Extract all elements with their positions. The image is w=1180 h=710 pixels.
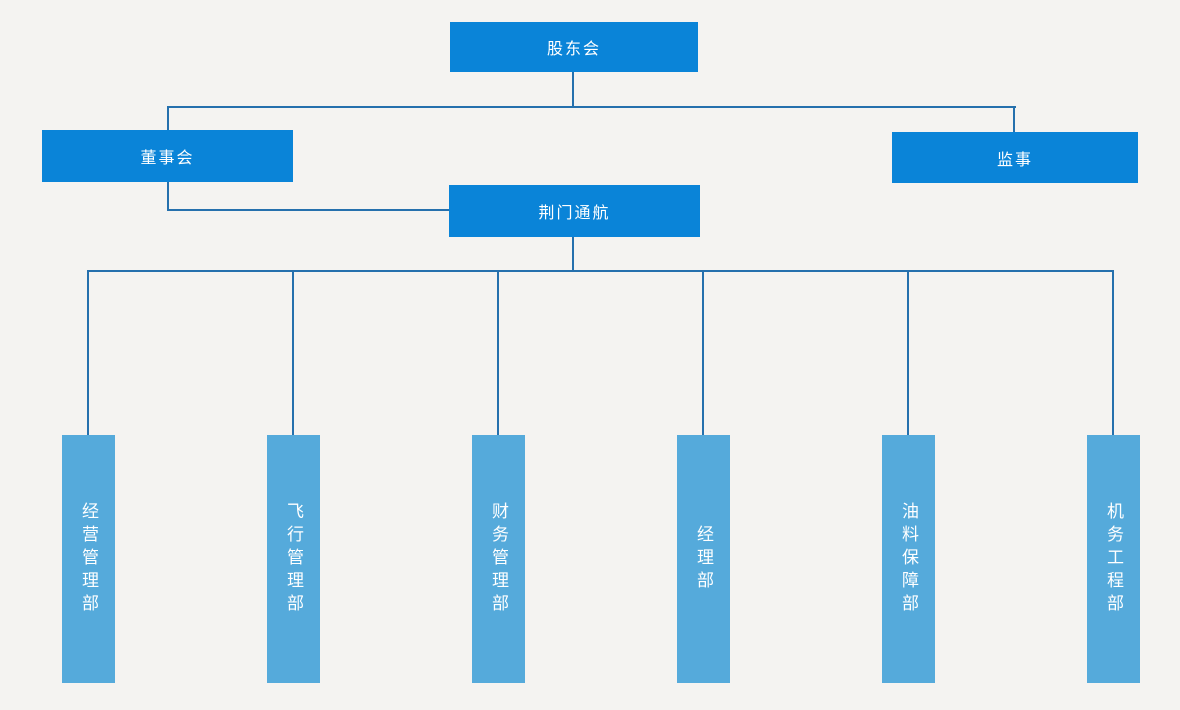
connector-dept-drop-4 xyxy=(702,271,704,435)
connector-dept-drop-6 xyxy=(1112,271,1114,435)
connector-company-down xyxy=(572,237,574,271)
node-shareholders: 股东会 xyxy=(450,22,698,72)
connector-board-drop xyxy=(167,107,169,131)
node-dept-maintenance-engineering: 机务工程部 xyxy=(1087,435,1140,683)
node-dept-finance-management: 财务管理部 xyxy=(472,435,525,683)
node-dept-manager: 经理部 xyxy=(677,435,730,683)
node-dept-flight-management: 飞行管理部 xyxy=(267,435,320,683)
node-company: 荆门通航 xyxy=(449,185,700,237)
connector-level2-horizontal xyxy=(167,106,1016,108)
connector-dept-drop-3 xyxy=(497,271,499,435)
connector-supervisor-drop xyxy=(1013,107,1015,133)
node-board: 董事会 xyxy=(42,130,293,182)
connector-departments-horizontal xyxy=(87,270,1114,272)
node-dept-fuel-support: 油料保障部 xyxy=(882,435,935,683)
connector-board-to-company xyxy=(167,209,449,211)
connector-dept-drop-1 xyxy=(87,271,89,435)
node-supervisor: 监事 xyxy=(892,132,1138,183)
connector-shareholders-down xyxy=(572,72,574,107)
connector-dept-drop-2 xyxy=(292,271,294,435)
node-dept-operations-management: 经营管理部 xyxy=(62,435,115,683)
connector-board-down xyxy=(167,182,169,210)
connector-dept-drop-5 xyxy=(907,271,909,435)
